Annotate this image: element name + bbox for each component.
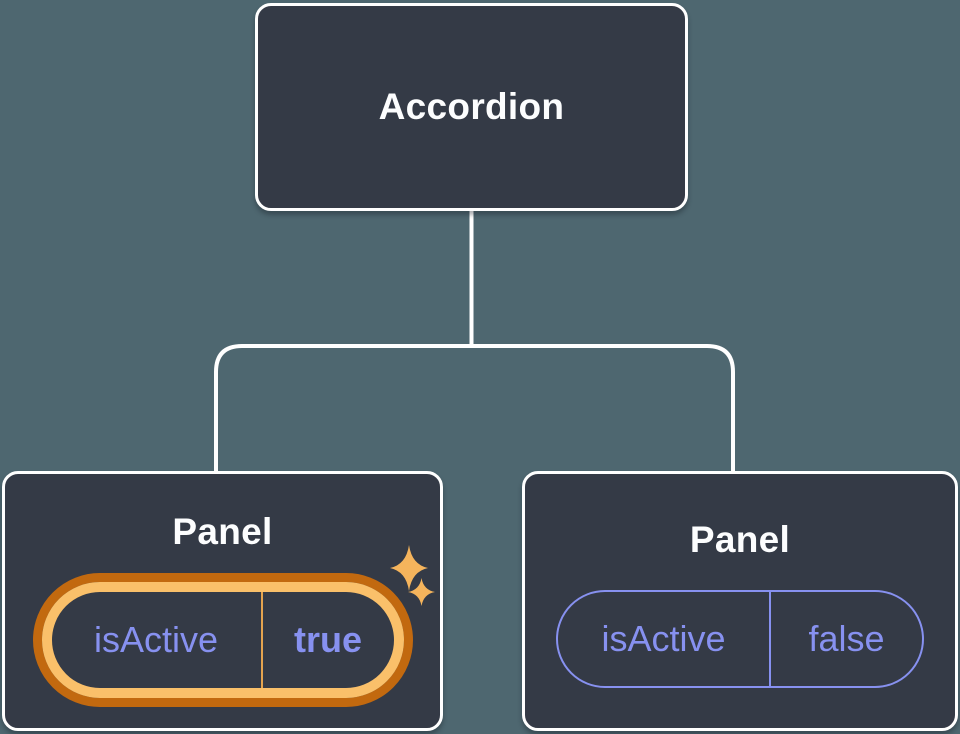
sparkle-large — [390, 545, 428, 591]
accordion-node-label: Accordion — [378, 86, 565, 127]
prop-name: isActive — [93, 619, 219, 660]
panel-node-label: Panel — [689, 519, 791, 560]
panel-node-label: Panel — [172, 511, 273, 552]
prop-name: isActive — [601, 618, 726, 659]
prop-value: false — [808, 618, 885, 659]
state-highlight-ring: isActive true — [32, 573, 413, 707]
prop-value: true — [293, 619, 362, 660]
sparkle-small — [408, 578, 435, 606]
panel-node-active: Panel isActive true — [2, 471, 443, 731]
state-pill-active: isActive true — [41, 582, 404, 698]
pill-divider — [769, 592, 771, 686]
accordion-node: Accordion — [255, 3, 688, 211]
panel-node-inactive: Panel isActive false — [522, 471, 958, 731]
connector-branch — [214, 344, 735, 471]
sparkles-icon — [390, 545, 435, 606]
pill-divider — [260, 592, 263, 688]
state-pill-inactive: isActive false — [556, 590, 924, 688]
